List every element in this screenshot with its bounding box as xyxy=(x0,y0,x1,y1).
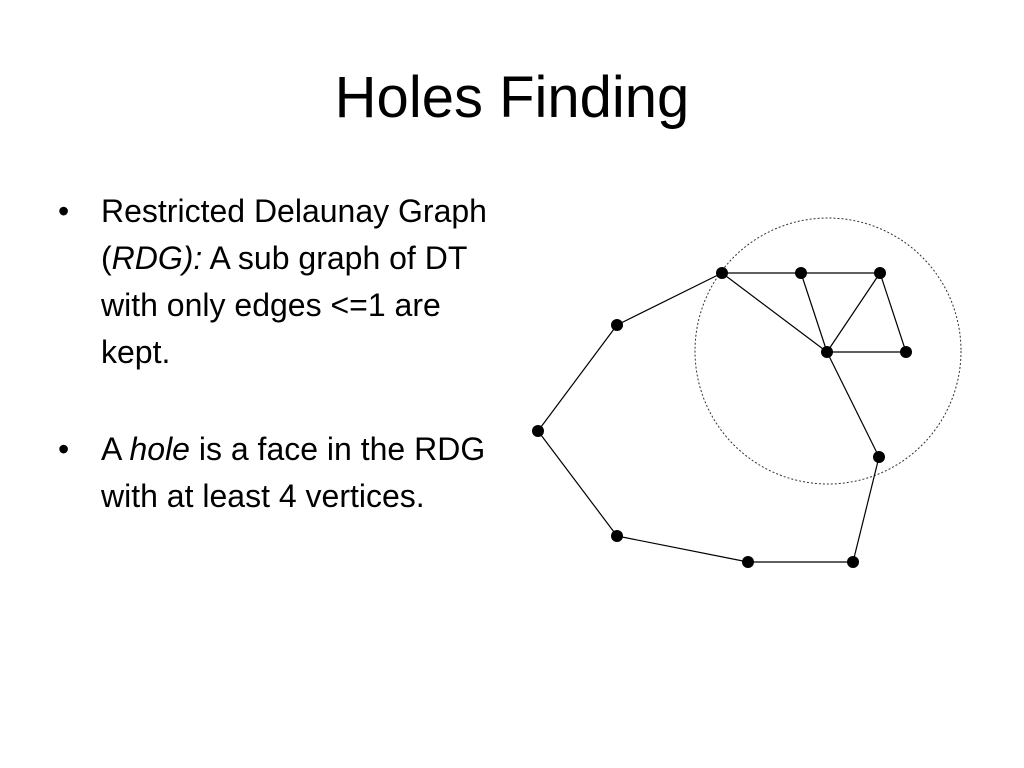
graph-node xyxy=(900,346,912,358)
graph-node xyxy=(847,556,859,568)
graph-node xyxy=(611,319,623,331)
graph-node xyxy=(873,451,885,463)
graph-edge xyxy=(826,272,881,353)
graph-node xyxy=(532,425,544,437)
bullet-text: Restricted Delaunay Graph (RDG): A sub g… xyxy=(101,188,498,376)
graph-edge xyxy=(879,272,907,353)
graph-node xyxy=(821,346,833,358)
bullet-hole-definition: • A hole is a face in the RDG with at le… xyxy=(58,426,498,520)
bullet-list: • Restricted Delaunay Graph (RDG): A sub… xyxy=(58,188,498,570)
graph-node xyxy=(716,267,728,279)
graph-edge xyxy=(537,324,618,432)
graph-edge xyxy=(852,456,880,563)
graph-edge xyxy=(616,272,723,326)
bullet-marker: • xyxy=(58,193,70,229)
bullet-marker: • xyxy=(58,431,70,467)
graph-edge xyxy=(721,272,828,353)
bullet-text-part: A sub graph of DT with only edges <=1 ar… xyxy=(101,240,467,370)
graph-edge xyxy=(537,430,618,537)
bullet-text-part: Restricted Delaunay Graph ( xyxy=(101,193,487,276)
graph-node xyxy=(742,556,754,568)
bullet-rdg-definition: • Restricted Delaunay Graph (RDG): A sub… xyxy=(58,188,498,376)
bullet-text-part: is a face in the RDG with at least 4 ver… xyxy=(101,431,486,514)
bullet-text: A hole is a face in the RDG with at leas… xyxy=(101,426,498,520)
graph-node xyxy=(611,530,623,542)
bullet-text-part: A xyxy=(101,431,130,467)
bullet-text-italic: RDG): xyxy=(111,240,203,276)
graph-node xyxy=(874,267,886,279)
range-circle xyxy=(694,217,962,485)
graph-edge xyxy=(800,272,828,353)
graph-node xyxy=(795,267,807,279)
slide-title: Holes Finding xyxy=(334,65,690,130)
bullet-text-italic: hole xyxy=(129,431,190,467)
graph-edge xyxy=(616,535,749,563)
graph-edge xyxy=(826,351,880,458)
